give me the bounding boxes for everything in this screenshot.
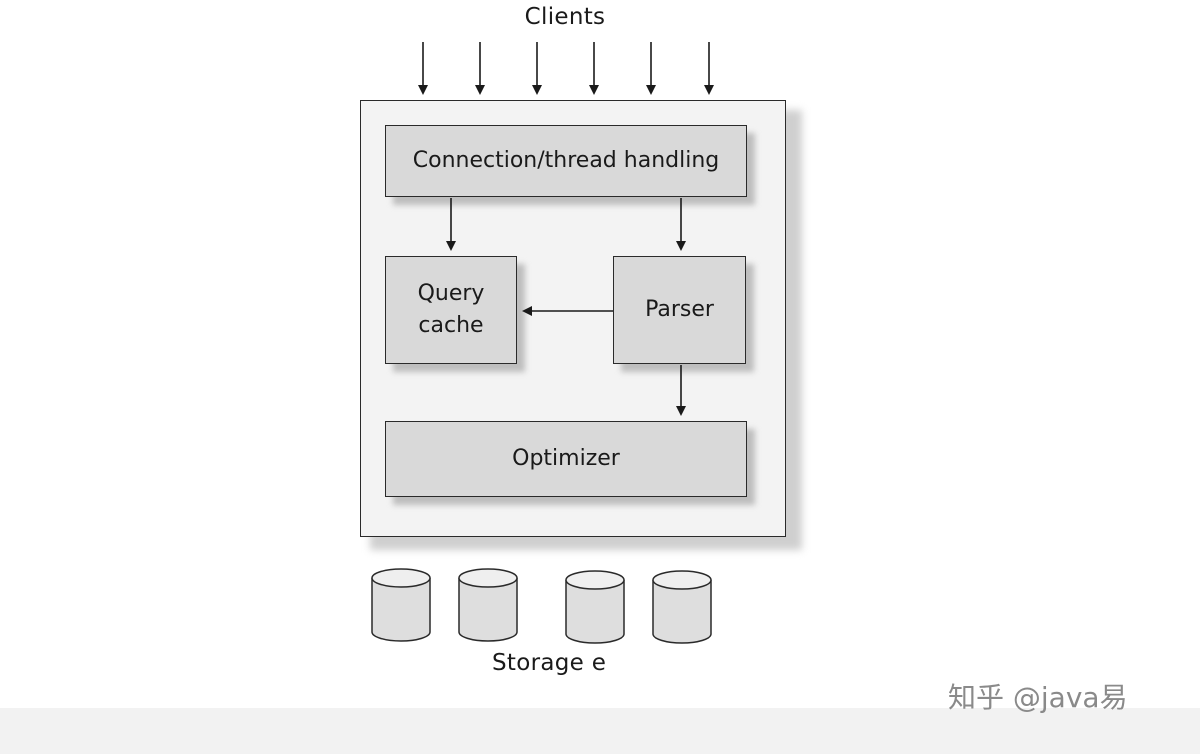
- connection-label: Connection/thread handling: [412, 148, 720, 173]
- storage-engines-label: Storage e: [492, 650, 607, 676]
- parser-label: Parser: [645, 297, 714, 322]
- optimizer-box: Optimizer: [385, 421, 747, 497]
- parser-box: Parser: [613, 256, 746, 364]
- query-cache-label-line2: cache: [418, 313, 484, 338]
- storage-engine-cylinder-3: [565, 570, 625, 644]
- storage-engine-cylinder-1: [371, 568, 431, 642]
- clients-label: Clients: [524, 4, 606, 30]
- query-cache-label-line1: Query: [417, 281, 485, 306]
- storage-engine-cylinder-4: [652, 570, 712, 644]
- zhihu-watermark: 知乎 @java易: [948, 681, 1128, 714]
- optimizer-label: Optimizer: [512, 446, 620, 471]
- connection-thread-handling-box: Connection/thread handling: [385, 125, 747, 197]
- footer-band: [0, 708, 1200, 754]
- storage-engine-cylinder-2: [458, 568, 518, 642]
- query-cache-box: Query cache: [385, 256, 517, 364]
